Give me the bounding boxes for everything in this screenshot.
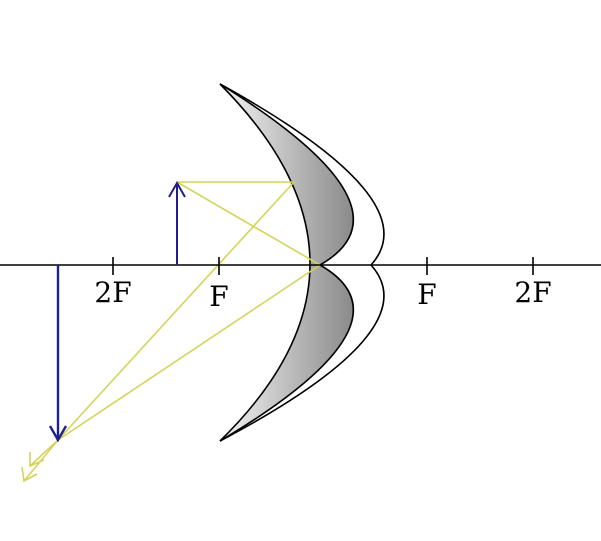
axis-ticks [112, 257, 534, 275]
mirror-back-surface [219, 83, 385, 442]
ray-arrowhead-2 [21, 466, 38, 483]
label-right-f: F [417, 278, 436, 311]
ray-arrowhead-1 [29, 452, 45, 468]
label-left-2f: 2F [94, 276, 131, 309]
ray-to-vertex-incident [176, 181, 321, 266]
light-rays [21, 181, 321, 483]
label-right-2f: 2F [514, 276, 551, 309]
concave-mirror [219, 83, 355, 442]
image-arrow [48, 265, 68, 443]
ray-through-focus-reflected [57, 181, 295, 441]
label-left-f: F [209, 280, 228, 313]
object-arrow [168, 180, 186, 265]
ray-from-vertex-reflected [57, 264, 321, 441]
ray-extension-1 [29, 439, 59, 467]
